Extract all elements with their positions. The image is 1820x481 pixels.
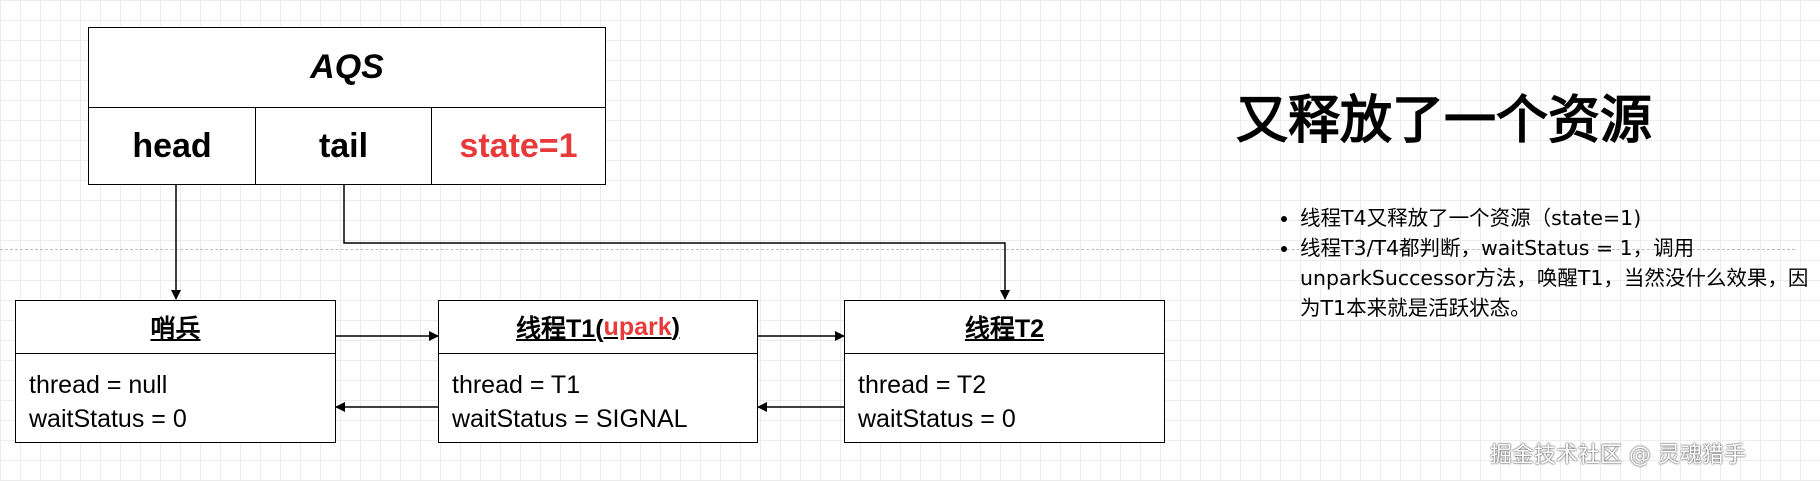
thread-t1-node: 线程T1(upark) thread = T1 waitStatus = SIG… (438, 300, 758, 443)
node-title-text: 线程T2 (964, 315, 1045, 343)
aqs-state-field: state=1 (459, 126, 578, 165)
node-title-text: 哨兵 (150, 315, 201, 343)
thread-t2-node: 线程T2 thread = T2 waitStatus = 0 (844, 300, 1165, 443)
watermark: 掘金技术社区 @ 灵魂猎手 (1490, 443, 1746, 468)
node-thread: thread = T2 (858, 371, 987, 399)
sentinel-node: 哨兵 thread = null waitStatus = 0 (15, 300, 336, 443)
slide-heading: 又释放了一个资源 (1236, 91, 1653, 151)
bullet-item: 线程T4又释放了一个资源（state=1) (1300, 203, 1820, 233)
aqs-title: AQS (89, 28, 605, 108)
bullet-item: 线程T3/T4都判断，waitStatus = 1，调用unparkSucces… (1300, 233, 1820, 323)
aqs-fields-row: head tail state=1 (89, 108, 605, 184)
node-thread: thread = T1 (452, 371, 581, 399)
node-title-text: 线程T1( (516, 315, 604, 343)
aqs-tail-field: tail (256, 108, 432, 184)
node-title: 线程T2 (845, 301, 1164, 354)
aqs-box: AQS head tail state=1 (88, 27, 606, 185)
separator-dashed-line (0, 249, 1795, 250)
node-title: 线程T1(upark) (439, 301, 757, 354)
aqs-head-field: head (89, 108, 256, 184)
node-wait-status: waitStatus = SIGNAL (452, 405, 688, 433)
node-wait-status: waitStatus = 0 (858, 405, 1016, 433)
node-title: 哨兵 (16, 301, 335, 354)
node-body: thread = T1 waitStatus = SIGNAL (439, 354, 757, 436)
tail-pointer-arrow (343, 185, 1010, 300)
node-thread: thread = null (29, 371, 168, 399)
node-body: thread = T2 waitStatus = 0 (845, 354, 1164, 436)
node-body: thread = null waitStatus = 0 (16, 354, 335, 436)
bullet-list: 线程T4又释放了一个资源（state=1) 线程T3/T4都判断，waitSta… (1272, 203, 1820, 323)
node-title-highlight: upark (603, 312, 672, 341)
node-title-suffix: ) (671, 312, 680, 341)
node-wait-status: waitStatus = 0 (29, 405, 187, 433)
